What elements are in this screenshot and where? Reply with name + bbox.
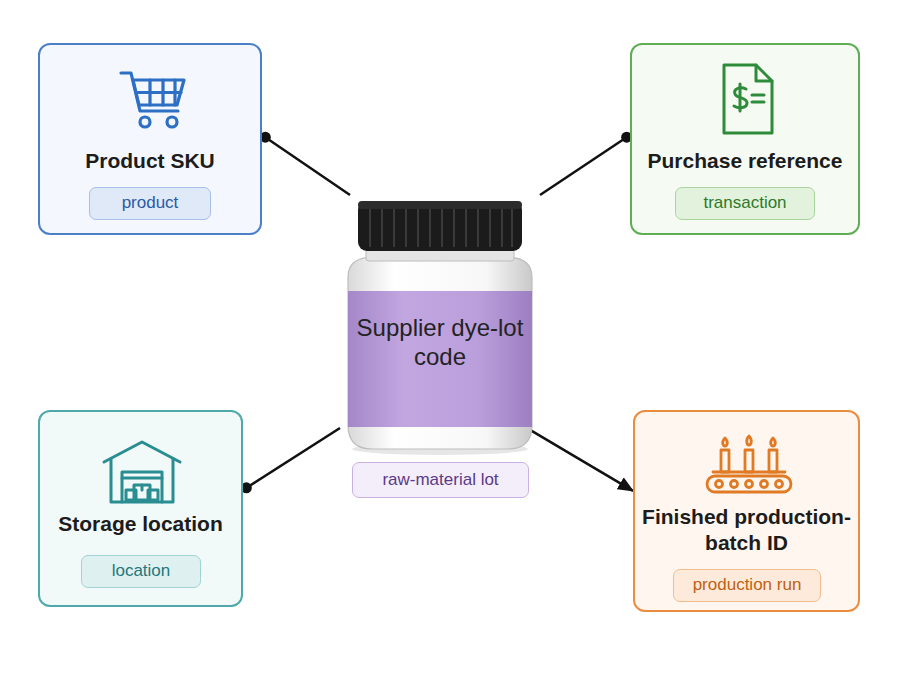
node-title: Supplier dye-lot code	[354, 313, 526, 371]
receipt-icon	[718, 61, 778, 137]
category-box: Product SKU product	[38, 43, 262, 235]
connector-line	[243, 428, 340, 490]
cart-icon	[118, 65, 190, 135]
category-tag: location	[81, 555, 201, 588]
category-box: Purchase reference transaction	[630, 43, 860, 235]
connector-line	[262, 135, 350, 195]
warehouse-icon	[100, 438, 184, 506]
category-tag: production run	[673, 569, 821, 602]
node-title: Product SKU	[48, 148, 252, 174]
connector	[530, 430, 633, 491]
category-box: Storage location location	[38, 410, 243, 607]
node-title: Finished production-batch ID	[641, 504, 852, 556]
category-tag: transaction	[675, 187, 815, 220]
category-tag: product	[89, 187, 211, 220]
node-title: Storage location	[46, 511, 235, 537]
connector	[540, 132, 632, 195]
category-box: Finished production-batch ID production r…	[633, 410, 860, 612]
connector-line	[530, 430, 633, 491]
connector	[260, 132, 350, 195]
node-title: Purchase reference	[640, 148, 850, 174]
jar-node: Supplier dye-lot code raw-material lot	[340, 195, 540, 500]
category-tag: raw-material lot	[352, 462, 529, 498]
production-line-icon	[703, 428, 795, 498]
connector-line	[540, 135, 630, 195]
connector	[241, 428, 340, 493]
